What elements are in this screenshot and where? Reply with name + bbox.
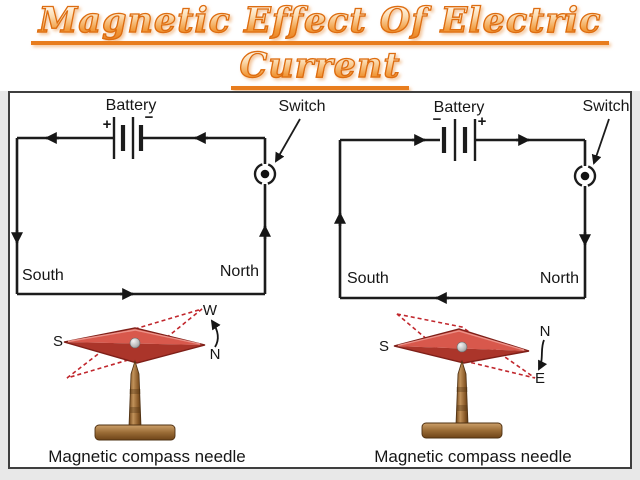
right-compass: S N E Magnetic compass needle	[374, 313, 572, 466]
left-switch-icon	[253, 162, 277, 186]
right-north-label: North	[540, 270, 579, 287]
right-current-arrows	[334, 134, 591, 304]
left-compass-n-label: N	[210, 346, 221, 363]
right-compass-s-label: S	[379, 338, 389, 355]
right-compass-stand	[421, 359, 503, 439]
right-switch-pointer-arrow	[591, 118, 610, 165]
left-compass-stand	[94, 359, 176, 441]
left-pivot-ball	[129, 337, 141, 349]
left-compass-needle	[63, 327, 206, 364]
slide-title: Magnetic Effect Of Electric Current	[0, 0, 640, 91]
left-compass: S N W Magnetic compass needle	[48, 302, 246, 466]
right-battery-positive-terminal: +	[478, 113, 487, 130]
left-circuit: + − Battery Switch South North	[11, 97, 326, 300]
left-battery-label: Battery	[106, 97, 157, 114]
circuits-diagram: + − Battery Switch South North −	[11, 97, 630, 466]
right-battery-negative-terminal: −	[433, 111, 442, 128]
left-compass-s-label: S	[53, 333, 63, 350]
right-compass-n-label: N	[540, 323, 551, 340]
left-compass-w-label: W	[203, 302, 218, 319]
right-battery-icon	[441, 119, 477, 161]
diagram-frame: + − Battery Switch South North −	[8, 91, 632, 469]
left-switch-label: Switch	[278, 98, 325, 115]
right-switch-icon	[573, 164, 597, 188]
right-compass-e-label: E	[535, 370, 545, 387]
left-south-label: South	[22, 267, 64, 284]
left-battery-positive-terminal: +	[103, 116, 112, 133]
right-deflection-arrow	[538, 339, 548, 371]
right-switch-label: Switch	[582, 98, 629, 115]
left-deflection-arrow	[210, 319, 221, 348]
left-north-label: North	[220, 263, 259, 280]
right-circuit: − + Battery Switch South North	[334, 98, 630, 304]
title-line-2: Current	[231, 45, 409, 90]
right-compass-caption: Magnetic compass needle	[374, 447, 572, 466]
right-compass-needle	[393, 328, 530, 364]
right-battery-label: Battery	[434, 99, 485, 116]
right-south-label: South	[347, 270, 389, 287]
left-battery-icon	[112, 117, 144, 159]
left-battery-negative-terminal: −	[145, 109, 154, 126]
left-switch-pointer-arrow	[275, 118, 301, 163]
left-current-arrows	[11, 132, 271, 300]
right-pivot-ball	[456, 341, 468, 353]
title-line-1: Magnetic Effect Of Electric	[30, 0, 610, 45]
left-compass-caption: Magnetic compass needle	[48, 447, 246, 466]
